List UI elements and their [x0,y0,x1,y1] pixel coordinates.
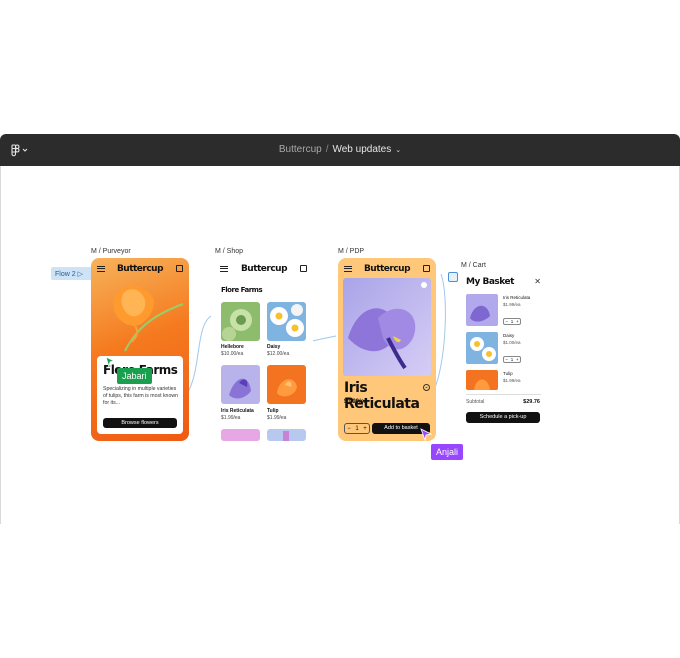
quantity-value: 1 [510,319,514,324]
brand-logo: Buttercup [363,264,411,274]
minus-icon[interactable]: − [505,319,508,324]
quantity-value: 1 [355,425,359,432]
product-price: $12.00/ea [267,351,290,357]
close-icon[interactable]: ✕ [534,277,541,286]
file-title[interactable]: Buttercup/Web updates⌄ [0,144,680,155]
bag-icon[interactable] [423,265,430,272]
flow-label: Flow 2 [55,271,76,278]
frame-purveyor[interactable]: Buttercup Flore Farms Specializing in mu… [91,258,189,441]
overlay-icon[interactable] [448,272,458,282]
product-thumb-blue[interactable] [267,429,306,441]
breadcrumb-separator: / [325,144,329,155]
cart-item-thumb-daisy [466,332,498,364]
cart-item-name: Iris Reticulata [503,295,531,300]
menu-icon[interactable] [344,266,352,272]
divider [466,394,541,395]
product-thumb-pink[interactable] [221,429,260,441]
product-price: $1.99/ea [344,399,368,405]
plus-icon[interactable]: + [363,425,367,432]
plus-icon[interactable]: + [515,319,519,324]
frame-label-shop[interactable]: M / Shop [215,248,244,255]
flow-starting-point[interactable]: Flow 2 ▷ [51,267,92,280]
product-thumb-hellebore[interactable] [221,302,260,341]
product-name: Tulip [267,408,279,414]
figma-icon[interactable] [11,144,31,157]
quantity-stepper[interactable]: −1 + [344,423,370,434]
frame-pdp[interactable]: Buttercup Iris Reticulata ⌄ $1.99/ea −1 +… [338,258,436,441]
product-price: $1.99/ea [267,415,287,421]
cart-item-price: $1.99/ea [503,302,521,307]
title-bar: Buttercup/Web updates⌄ [0,134,680,166]
product-thumb-tulip[interactable] [267,365,306,404]
bag-icon[interactable] [300,265,307,272]
product-thumb-daisy[interactable] [267,302,306,341]
file-name[interactable]: Web updates [332,144,392,155]
cursor-arrow-icon [420,428,432,441]
cursor-label-jabari: Jabari [117,368,152,384]
quantity-value: 1 [510,357,514,362]
chevron-down-icon[interactable]: ⌄ [395,147,402,154]
product-name: Iris Reticulata [221,408,254,414]
cart-item-quantity[interactable]: −1+ [503,356,521,363]
play-icon[interactable]: ▷ [77,271,83,278]
cursor-label-anjali: Anjali [431,444,464,460]
brand-logo: Buttercup [116,264,164,274]
tulip-image [113,286,184,352]
design-canvas[interactable]: Flow 2 ▷ M / Purveyor Buttercup Flore Fa… [0,166,680,524]
cart-item-quantity[interactable]: −1+ [503,318,521,325]
project-name[interactable]: Buttercup [278,144,322,155]
cursor-arrow-icon [105,356,115,368]
iris-hero-image [343,278,431,376]
frame-shop[interactable]: Buttercup Flore Farms Hellebore $10.00/e… [215,258,313,441]
product-title: Iris Reticulata [344,380,420,412]
bag-icon[interactable] [176,265,183,272]
chevron-down-icon[interactable]: ⌄ [423,384,430,391]
cart-title: My Basket [466,277,514,287]
cart-item-thumb-tulip [466,370,498,390]
add-to-basket-button[interactable]: Add to basket [372,423,430,434]
farm-description: Specializing in multiple varieties of tu… [103,386,178,406]
frame-label-purveyor[interactable]: M / Purveyor [91,248,131,255]
frame-label-pdp[interactable]: M / PDP [338,248,365,255]
cart-item-price: $1.00/ea [503,340,521,345]
plus-icon[interactable]: + [515,357,519,362]
cart-item-name: Tulip [503,371,513,376]
cart-item-thumb-iris [466,294,498,326]
schedule-pickup-button[interactable]: Schedule a pick-up [466,412,540,423]
section-title: Flore Farms [221,286,263,294]
minus-icon[interactable]: − [505,357,508,362]
subtotal-value: $29.76 [523,399,540,405]
subtotal-label: Subtotal [466,399,485,405]
figma-window: Buttercup/Web updates⌄ Flow 2 ▷ M / Purv… [0,134,680,524]
minus-icon[interactable]: − [347,425,351,432]
frame-label-cart[interactable]: M / Cart [461,262,486,269]
frame-cart[interactable]: My Basket ✕ Iris Reticulata $1.99/ea −1+… [461,274,545,441]
cart-item-price: $1.99/ea [503,378,521,383]
product-thumb-iris[interactable] [221,365,260,404]
product-price: $1.99/ea [221,415,241,421]
product-name: Hellebore [221,344,244,350]
product-name: Daisy [267,344,281,350]
cart-item-name: Daisy [503,333,515,338]
browse-flowers-button[interactable]: Browse flowers [103,418,177,428]
brand-logo: Buttercup [240,264,288,274]
menu-icon[interactable] [97,266,105,272]
menu-icon[interactable] [220,266,228,272]
info-card: Flore Farms Specializing in multiple var… [97,356,183,434]
product-price: $10.00/ea [221,351,244,357]
